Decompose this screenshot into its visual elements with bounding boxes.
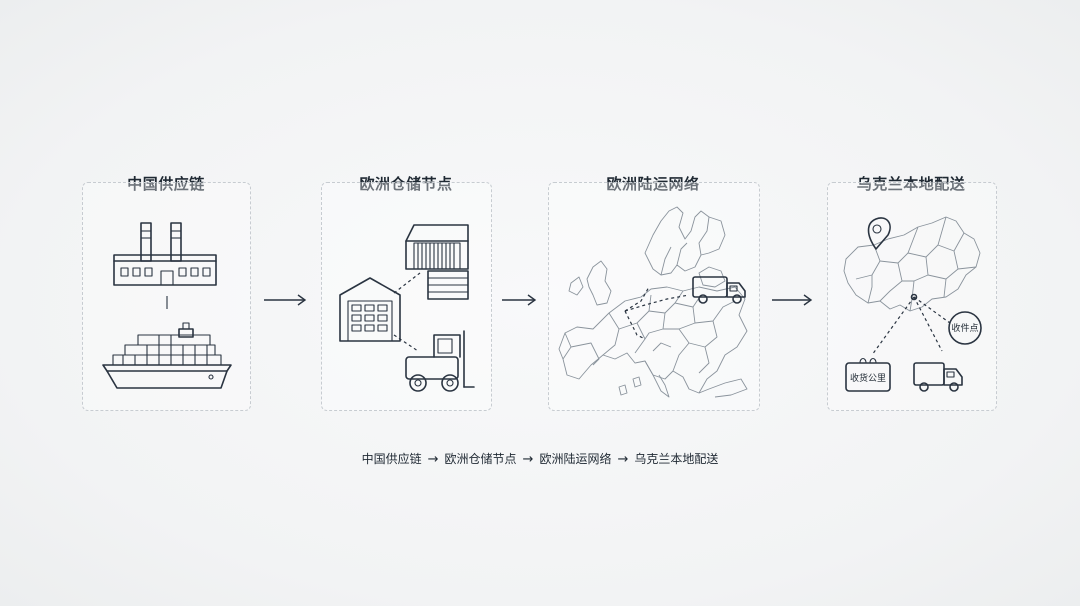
route-line (913, 296, 951, 324)
warehouse-icon (339, 277, 401, 342)
route-lines (624, 286, 690, 340)
flow-separator: → (522, 452, 534, 467)
stage-title-eu-warehouse: 欧洲仓储节点 (359, 175, 453, 193)
delivery-truck-icon (913, 362, 963, 392)
flow-arrow-3 (772, 294, 813, 306)
forklift-icon (405, 330, 475, 392)
storage-building-icon (405, 224, 469, 300)
flow-step-4: 乌克兰本地配送 (634, 452, 719, 466)
stage-title-eu-land-transport: 欧洲陆运网络 (606, 175, 700, 193)
stage-title-china-supply-chain: 中国供应链 (127, 175, 205, 193)
stage-panel-china (82, 182, 251, 411)
flow-separator: → (617, 452, 629, 467)
route-line (913, 296, 943, 352)
ukraine-map-icon (843, 216, 981, 312)
flow-separator: → (427, 452, 439, 467)
flow-step-3: 欧洲陆运网络 (539, 452, 612, 466)
stage-title-ukraine-delivery: 乌克兰本地配送 (856, 175, 966, 193)
stage-panel-eu-transport (548, 182, 760, 411)
europe-map-icon (558, 206, 748, 398)
stage-panel-ukraine: 收件点 收货公里 (827, 182, 997, 411)
parcel-locker-label: 收货公里 (850, 372, 886, 384)
flow-summary: 中国供应链 → 欧洲仓储节点 → 欧洲陆运网络 → 乌克兰本地配送 (0, 450, 1080, 467)
flow-arrow-2 (502, 294, 537, 306)
route-line (393, 334, 419, 352)
stage-panel-eu-warehouse (321, 182, 492, 411)
route-line (393, 272, 421, 294)
parcel-locker-badge: 收货公里 (845, 357, 891, 392)
flow-step-2: 欧洲仓储节点 (444, 452, 517, 466)
cargo-ship-icon (102, 322, 232, 389)
flow-arrow-1 (264, 294, 307, 306)
truck-icon (692, 276, 746, 304)
map-pin-icon (867, 217, 891, 250)
flow-step-1: 中国供应链 (361, 452, 422, 466)
pickup-point-badge: 收件点 (948, 311, 982, 345)
factory-icon (113, 222, 217, 286)
route-line (871, 296, 915, 356)
hub-dot (910, 293, 918, 301)
pickup-point-label: 收件点 (951, 322, 978, 334)
